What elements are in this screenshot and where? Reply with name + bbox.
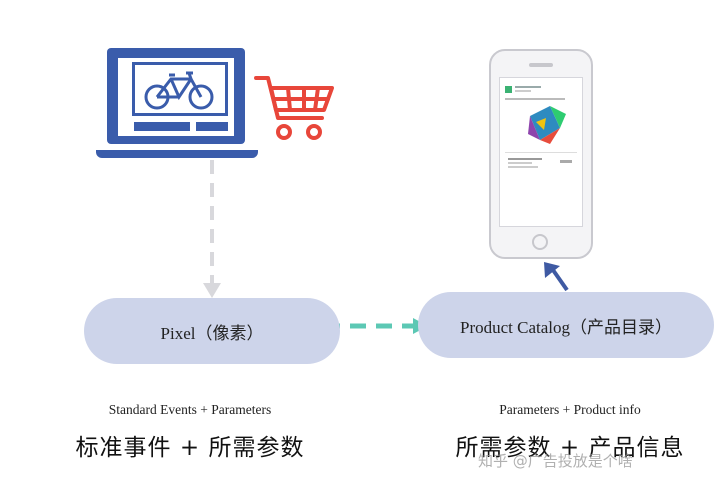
bicycle-icon xyxy=(144,71,214,110)
laptop-bar-right xyxy=(196,122,228,131)
pixel-node-label: Pixel（像素） xyxy=(160,323,264,343)
left-caption-cn: 标准事件 + 所需参数 xyxy=(75,435,305,461)
laptop-base xyxy=(96,150,258,158)
product-catalog-node: Product Catalog（产品目录） xyxy=(418,292,714,358)
phone-screen xyxy=(499,77,583,227)
bicycle-panel xyxy=(132,62,228,116)
watermark: 知乎 @广告投放是个啥 xyxy=(478,452,633,470)
phone-ad-preview xyxy=(505,86,577,168)
arrowhead-laptop-to-pixel xyxy=(203,283,221,298)
arrow-catalog-to-phone xyxy=(551,268,569,292)
arrowhead-catalog-to-phone xyxy=(544,262,560,278)
phone-home-button xyxy=(532,234,548,250)
laptop-bar-left xyxy=(134,122,190,131)
left-caption-en: Standard Events + Parameters xyxy=(108,402,272,417)
pixel-node: Pixel（像素） xyxy=(84,298,340,364)
shopping-cart-icon xyxy=(254,76,334,140)
phone-speaker xyxy=(529,63,553,67)
right-caption-en: Parameters + Product info xyxy=(499,402,641,417)
right-caption-cn: 所需参数 + 产品信息 xyxy=(455,435,685,461)
product-catalog-node-label: Product Catalog（产品目录） xyxy=(459,317,672,337)
